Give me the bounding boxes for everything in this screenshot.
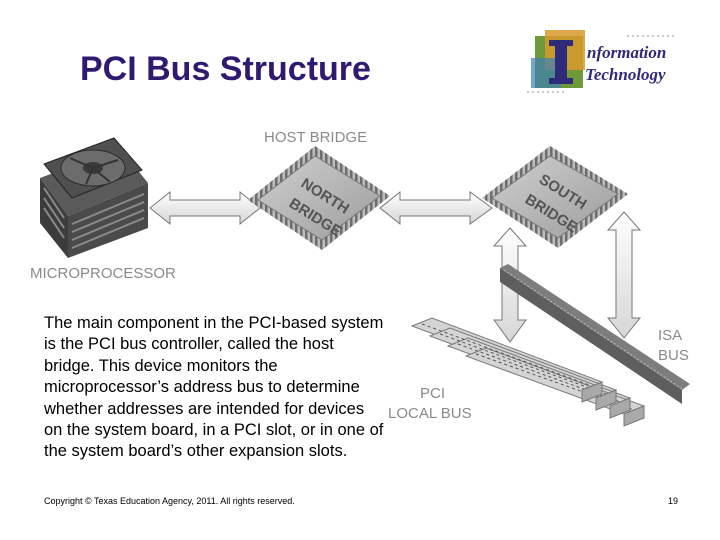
south-isa-arrow bbox=[606, 211, 642, 339]
pci-slots bbox=[410, 317, 646, 427]
information-technology-logo: nformation Technology bbox=[527, 28, 682, 100]
host-bridge-label: HOST BRIDGE bbox=[264, 129, 367, 146]
microprocessor-fan-icon bbox=[40, 137, 148, 258]
isa-slot bbox=[500, 264, 690, 404]
logo-line1: nformation bbox=[587, 43, 666, 62]
south-bridge-chip: SOUTH BRIDGE bbox=[482, 146, 628, 248]
pci-local-bus-label-line2: LOCAL BUS bbox=[388, 405, 472, 422]
diagram-svg: MICROPROCESSOR NORTH BRIDGE HOST BRIDGE … bbox=[30, 129, 690, 427]
microprocessor-label: MICROPROCESSOR bbox=[30, 265, 176, 282]
slide-title: PCI Bus Structure bbox=[80, 50, 371, 88]
isa-bus-label-line1: ISA bbox=[658, 327, 682, 344]
copyright-footer: Copyright © Texas Education Agency, 2011… bbox=[44, 496, 295, 506]
pci-local-bus-label-line1: PCI bbox=[420, 385, 445, 402]
isa-bus-label-line2: BUS bbox=[658, 347, 689, 364]
cpu-north-arrow bbox=[149, 190, 261, 226]
slide-body-text: The main component in the PCI-based syst… bbox=[44, 313, 384, 463]
page-number: 19 bbox=[668, 496, 679, 506]
logo-line2: Technology bbox=[585, 65, 666, 84]
north-south-arrow bbox=[379, 190, 493, 226]
logo-graphic: nformation Technology bbox=[527, 30, 677, 93]
north-bridge-chip: NORTH BRIDGE bbox=[248, 146, 390, 250]
